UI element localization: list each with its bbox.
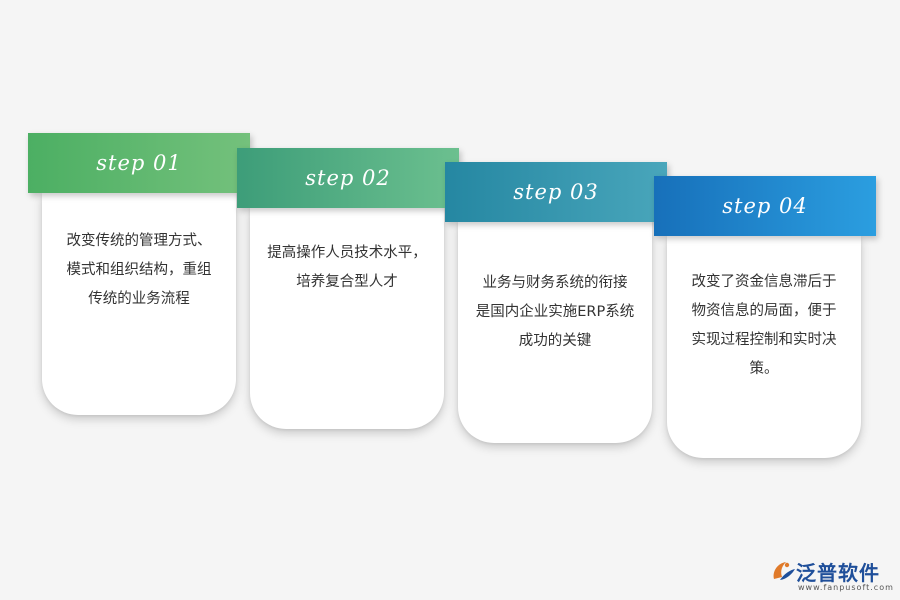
step-card-4: 改变了资金信息滞后于 物资信息的局面，便于 实现过程控制和实时决 策。 <box>667 236 861 458</box>
step-2-text: 提高操作人员技术水平， 培养复合型人才 <box>262 239 432 297</box>
step-4-line: 改变了资金信息滞后于 <box>691 274 837 290</box>
step-card-2: 提高操作人员技术水平， 培养复合型人才 <box>250 207 444 429</box>
logo-name: 泛普软件 <box>796 561 880 585</box>
step-banner-2: step 02 <box>237 148 459 208</box>
logo-url: www.fanpusoft.com <box>798 583 894 592</box>
step-1-line: 改变传统的管理方式、 <box>66 233 212 249</box>
brand-logo: 泛普软件 www.fanpusoft.com <box>770 555 893 595</box>
step-card-3: 业务与财务系统的衔接 是国内企业实施ERP系统 成功的关键 <box>458 221 652 443</box>
step-card-1: 改变传统的管理方式、 模式和组织结构，重组 传统的业务流程 <box>42 193 236 415</box>
step-1-text: 改变传统的管理方式、 模式和组织结构，重组 传统的业务流程 <box>54 227 224 314</box>
step-3-text: 业务与财务系统的衔接 是国内企业实施ERP系统 成功的关键 <box>470 269 640 356</box>
step-2-label: step 02 <box>305 166 391 190</box>
step-3-label: step 03 <box>513 180 599 204</box>
step-2-line: 提高操作人员技术水平， <box>267 245 427 261</box>
step-1-line: 模式和组织结构，重组 <box>66 262 212 278</box>
fanpu-logo-icon <box>773 562 795 580</box>
step-2-line: 培养复合型人才 <box>296 274 398 290</box>
step-1-label: step 01 <box>96 151 182 175</box>
step-4-line: 实现过程控制和实时决 <box>691 332 837 348</box>
step-4-line: 策。 <box>749 361 779 377</box>
step-4-line: 物资信息的局面，便于 <box>691 303 837 319</box>
step-4-text: 改变了资金信息滞后于 物资信息的局面，便于 实现过程控制和实时决 策。 <box>679 268 849 384</box>
step-3-line: 是国内企业实施ERP系统 <box>475 304 635 320</box>
step-3-line: 成功的关键 <box>518 333 592 349</box>
step-4-label: step 04 <box>722 194 808 218</box>
step-banner-3: step 03 <box>445 162 667 222</box>
step-3-line: 业务与财务系统的衔接 <box>482 275 628 291</box>
step-banner-1: step 01 <box>28 133 250 193</box>
step-banner-4: step 04 <box>654 176 876 236</box>
step-1-line: 传统的业务流程 <box>88 291 190 307</box>
